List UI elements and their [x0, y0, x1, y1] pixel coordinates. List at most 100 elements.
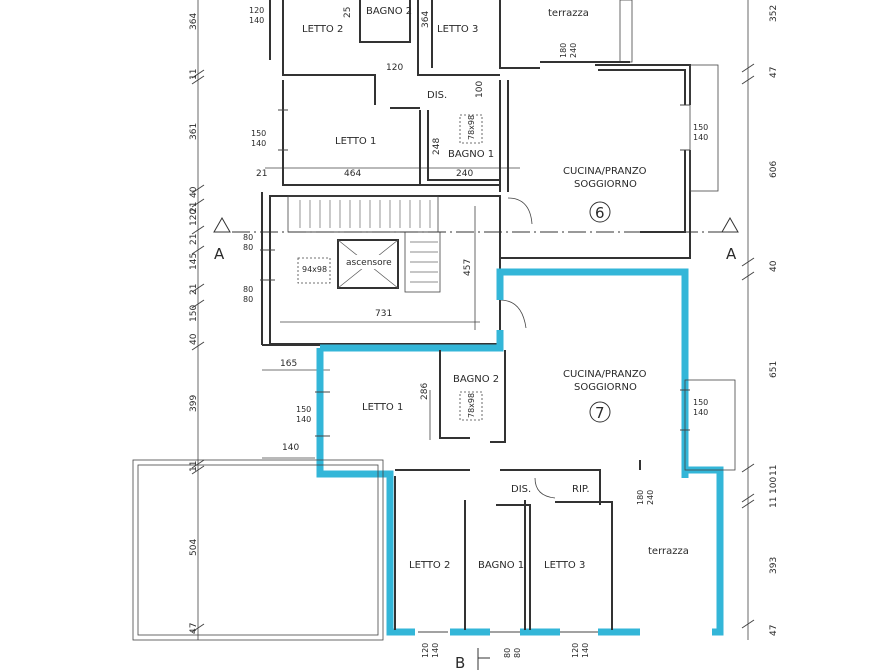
lower-unit-highlight [316, 268, 724, 636]
svg-text:240: 240 [456, 169, 473, 179]
svg-text:21: 21 [256, 169, 267, 179]
svg-text:80: 80 [243, 233, 253, 242]
svg-text:11: 11 [769, 497, 779, 508]
svg-text:140: 140 [431, 643, 440, 658]
svg-text:120: 120 [189, 209, 199, 226]
upper-letto2-label: LETTO 2 [302, 24, 343, 35]
svg-text:21: 21 [189, 234, 199, 245]
svg-text:120: 120 [421, 643, 430, 658]
svg-text:145: 145 [189, 253, 199, 270]
lower-rip-label: RIP. [572, 484, 590, 495]
lower-unit-number-circle [589, 401, 611, 423]
svg-text:140: 140 [251, 139, 266, 148]
upper-unit-number-circle [589, 201, 611, 223]
lower-cucina-label: CUCINA/PRANZO [563, 369, 647, 380]
upper-shaft-box [459, 114, 483, 144]
svg-text:47: 47 [769, 67, 779, 78]
svg-text:21: 21 [189, 284, 199, 295]
svg-text:240: 240 [569, 43, 578, 58]
svg-text:651: 651 [769, 361, 779, 378]
svg-text:150: 150 [251, 129, 266, 138]
svg-text:352: 352 [769, 5, 779, 22]
svg-text:399: 399 [189, 395, 199, 412]
upper-shaft-size: 78x98 [467, 115, 476, 140]
svg-text:393: 393 [769, 557, 779, 574]
dimension-lines [191, 0, 755, 640]
svg-text:120: 120 [249, 6, 264, 15]
svg-text:80: 80 [243, 285, 253, 294]
lower-letto1-label: LETTO 1 [362, 402, 403, 413]
svg-text:364: 364 [421, 11, 431, 28]
upper-letto1-label: LETTO 1 [335, 136, 376, 147]
svg-text:180: 180 [636, 490, 645, 505]
svg-text:150: 150 [189, 305, 199, 322]
upper-bagno1-label: BAGNO 1 [448, 149, 494, 160]
svg-text:100: 100 [475, 81, 485, 98]
svg-text:140: 140 [581, 643, 590, 658]
svg-text:150: 150 [693, 398, 708, 407]
svg-text:40: 40 [769, 260, 779, 272]
svg-text:120: 120 [571, 643, 580, 658]
svg-text:150: 150 [296, 405, 311, 414]
duct-shaft [297, 257, 331, 284]
svg-text:464: 464 [344, 169, 361, 179]
lower-letto3-label: LETTO 3 [544, 560, 585, 571]
svg-text:11: 11 [189, 461, 199, 472]
lower-shaft-box [459, 391, 483, 421]
lower-letto2-label: LETTO 2 [409, 560, 450, 571]
section-a-right: A [726, 245, 737, 263]
svg-text:457: 457 [463, 259, 473, 276]
svg-text:286: 286 [420, 383, 430, 400]
lower-bagno1-label: BAGNO 1 [478, 560, 524, 571]
lower-dis-label: DIS. [511, 484, 531, 495]
upper-letto3-label: LETTO 3 [437, 24, 478, 35]
svg-text:80: 80 [513, 648, 522, 658]
window-size-labels: 120 140 150 140 150 140 180 240 80 80 80… [243, 6, 708, 658]
lower-bagno2-label: BAGNO 2 [453, 374, 499, 385]
svg-text:150: 150 [693, 123, 708, 132]
svg-text:100: 100 [769, 477, 779, 494]
upper-terrazza-label: terrazza [548, 8, 589, 19]
upper-terrace-edge [619, 0, 633, 63]
svg-text:180: 180 [559, 43, 568, 58]
section-b-bottom: B [455, 654, 465, 670]
section-line-a [213, 216, 739, 233]
lower-unit-walls [394, 350, 641, 630]
svg-text:165: 165 [280, 359, 297, 369]
lift-shaft [337, 239, 399, 289]
lower-unit-number: 7 [595, 404, 605, 422]
svg-text:504: 504 [189, 539, 199, 556]
svg-text:80: 80 [243, 295, 253, 304]
svg-text:364: 364 [189, 13, 199, 30]
svg-text:248: 248 [432, 138, 442, 155]
lift-label: ascensore [346, 258, 392, 268]
svg-text:21: 21 [189, 202, 199, 213]
lower-kitchen-window-frame [684, 379, 736, 471]
stair-core [269, 195, 533, 345]
section-line-b [477, 648, 490, 670]
svg-text:47: 47 [189, 623, 199, 634]
upper-cucina-label: CUCINA/PRANZO [563, 166, 647, 177]
svg-text:140: 140 [296, 415, 311, 424]
svg-text:361: 361 [189, 123, 199, 140]
svg-text:140: 140 [693, 133, 708, 142]
upper-unit-number: 6 [595, 204, 605, 222]
svg-text:40: 40 [189, 333, 199, 345]
svg-text:80: 80 [503, 648, 512, 658]
window-marks [260, 104, 690, 633]
upper-terrace-outline [689, 64, 719, 192]
lower-shaft-size: 78x98 [467, 393, 476, 418]
svg-text:140: 140 [693, 408, 708, 417]
section-a-left: A [214, 245, 225, 263]
svg-text:240: 240 [646, 490, 655, 505]
svg-text:606: 606 [769, 161, 779, 178]
left-dimension-labels: 364 11 361 40 21 120 21 145 21 150 40 39… [189, 13, 199, 634]
svg-text:120: 120 [386, 63, 403, 73]
lift-size: 94x98 [302, 265, 327, 274]
svg-text:25: 25 [343, 7, 353, 18]
internal-dimension-labels: 120 100 464 240 248 21 457 731 165 286 1… [256, 7, 485, 453]
svg-text:47: 47 [769, 625, 779, 636]
upper-soggiorno-label: SOGGIORNO [574, 179, 637, 190]
lower-terrace-slab [132, 459, 384, 641]
